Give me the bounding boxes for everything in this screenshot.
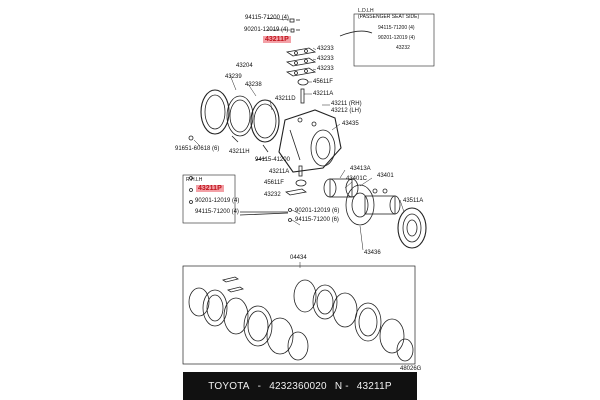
part-label: 94115-71200 (4) <box>378 25 415 31</box>
seal-kit-icon <box>188 276 414 362</box>
part-label: 94115-41200 <box>255 157 290 163</box>
part-label: 43511A <box>403 198 424 204</box>
part-label: 94115-71200 (4) <box>245 15 289 21</box>
bolt-icon <box>189 200 193 204</box>
part-label: 94115-71200 (4) <box>195 209 239 215</box>
bolt-icon <box>289 18 300 33</box>
part-label: 43212 (LH) <box>331 108 362 114</box>
bolt-icon <box>288 208 292 212</box>
part-label: 43239 <box>225 74 242 80</box>
bolt-icon <box>189 176 193 180</box>
n-label: N - <box>334 380 349 392</box>
part-label: 43232 <box>396 45 410 51</box>
part-label: 04434 <box>290 255 307 261</box>
part-label: 45611F <box>313 79 333 85</box>
bolt-icon <box>188 135 194 141</box>
part-label: 43232 <box>264 192 281 198</box>
cap-icon <box>297 78 309 86</box>
part-label: 43204 <box>236 63 253 69</box>
part-label: 90201-12019 (4) <box>244 27 289 33</box>
part-label: 43238 <box>245 82 262 88</box>
inset-box-right <box>353 13 435 67</box>
separator: - <box>257 380 262 392</box>
part-label: 43436 <box>364 250 381 256</box>
seal-ring-set-icon <box>200 89 280 143</box>
bolt-icon <box>288 218 292 222</box>
part-label: 43211D <box>275 96 296 102</box>
kit-box <box>182 265 416 365</box>
highlighted-part-label[interactable]: 43211P <box>196 185 224 192</box>
inset-title: L.D.LH (PASSENGER SEAT SIDE) <box>358 8 420 20</box>
part-label: 48026G <box>400 366 422 372</box>
hub-bearing-icon <box>397 207 427 249</box>
part-label: 43233 <box>317 46 334 52</box>
part-label: 43211A <box>269 169 290 175</box>
part-label: 43401C <box>346 176 368 182</box>
part-label: 90201-12019 (4) <box>378 35 415 41</box>
part-info-bar: TOYOTA - 4232360020 N - 43211P <box>183 372 417 400</box>
part-label: 43233 <box>317 56 334 62</box>
part-label: 45611F <box>264 180 284 186</box>
part-label: 43413A <box>350 166 371 172</box>
part-label: 43211 (RH) <box>331 101 362 107</box>
part-label: 43435 <box>342 121 359 127</box>
shim-icon <box>285 188 307 196</box>
inset-title: R.H.LH <box>186 177 203 183</box>
part-number: 4232360020 <box>269 380 327 392</box>
gasket-stack-icon <box>285 47 317 77</box>
part-label: 90201-12019 (6) <box>295 208 340 214</box>
part-label: 43211A <box>313 91 334 97</box>
n-value: 43211P <box>356 380 392 392</box>
bolt-icon <box>189 188 193 192</box>
part-label: 94115-71200 (6) <box>295 217 339 223</box>
inset-box-left <box>182 174 236 224</box>
brand-text: TOYOTA <box>208 380 250 392</box>
part-label: 91651-60618 (6) <box>175 146 220 152</box>
highlighted-part-label[interactable]: 43211P <box>263 36 291 43</box>
cap-icon <box>295 179 307 187</box>
part-label: 43233 <box>317 66 334 72</box>
part-label: 43211H <box>229 149 250 155</box>
part-label: 90201-12019 (4) <box>195 198 240 204</box>
steering-knuckle-icon <box>278 109 342 173</box>
spindle-icon <box>323 178 401 226</box>
part-label: 43401 <box>377 173 394 179</box>
pin-icon <box>300 88 305 104</box>
pin-icon <box>298 165 303 177</box>
stud-icon <box>231 135 269 161</box>
